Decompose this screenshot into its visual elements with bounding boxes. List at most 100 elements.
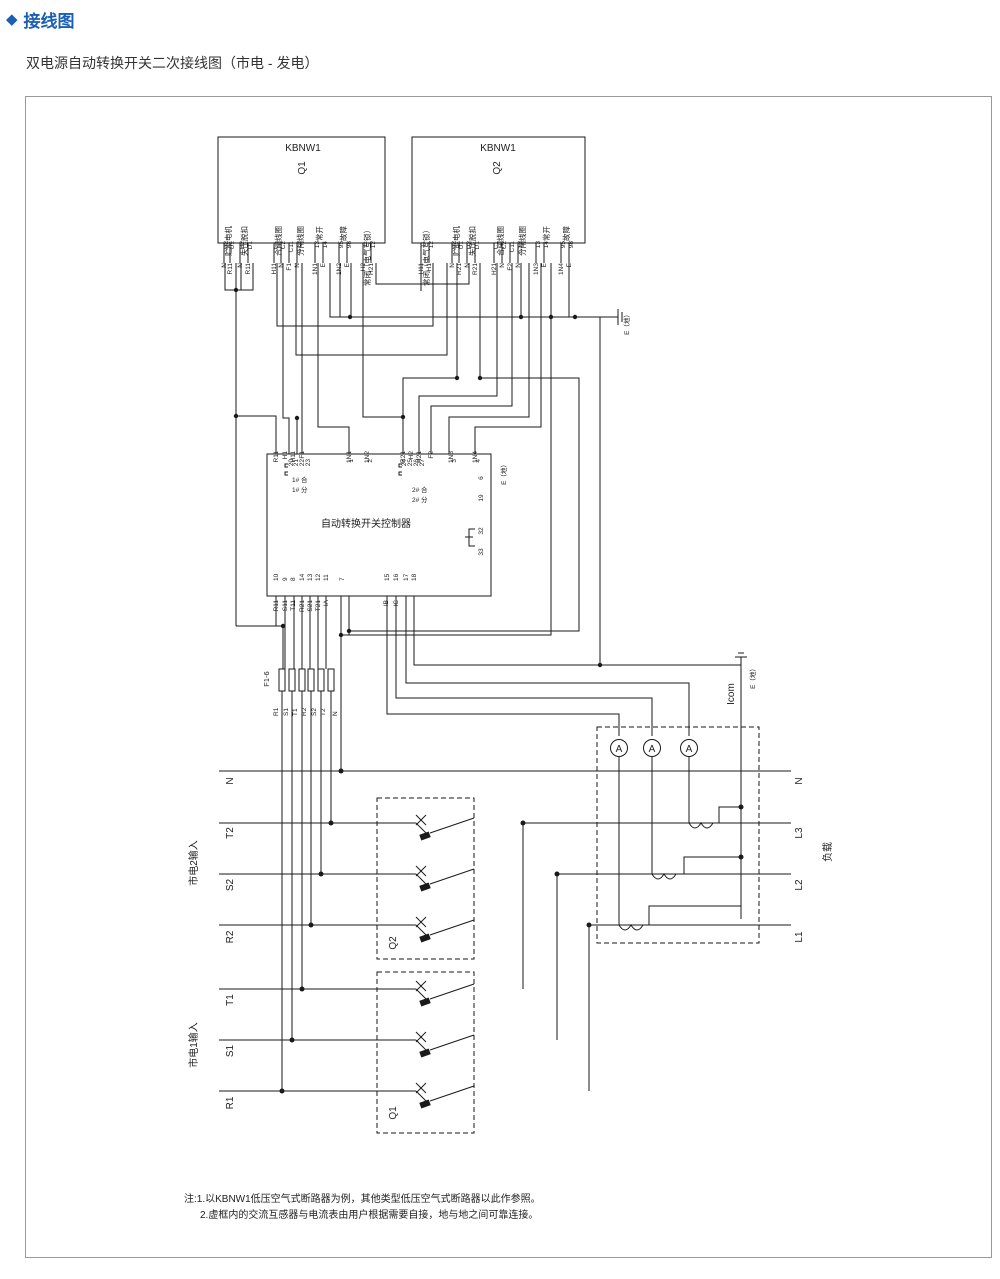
controller-bottom-terminal: 13 [307,573,314,581]
controller-top-terminal: 25 [407,459,414,467]
b1-function-label: 贮能电机 [223,226,233,256]
switch-blade [415,822,427,834]
power-lines [219,691,791,1094]
fuse-wire-label: T2 [320,708,327,716]
b1-function-label: 分闸线圈 [295,226,305,256]
fuse-icon [327,668,335,692]
switch-contact-icon [419,1048,431,1058]
controller-top-wire-label: H11 [290,451,297,463]
note-2: 2.虚框内的交流互感器与电流表由用户根据需要自接，地与地之间可靠连接。 [200,1208,538,1221]
fuse-icon [278,668,286,692]
section-title: 接线图 [23,11,75,31]
source-labels: N T2 S2 R2 T1 S1 R1 市电2输入 市电1输入 [187,777,236,1109]
controller-top-terminal: 2 [367,459,374,463]
load-n-label: N [794,777,805,784]
b1-terminal-label: C12 [296,241,303,253]
switch-contact-icon [419,997,431,1007]
b2-terminal-label: D2 [466,241,473,250]
b1-terminal-label: U2 [223,241,230,250]
sense-wiring: E（地） Icom [235,416,757,919]
ctl-group-2-close: 2# 合 [412,485,428,494]
controller-bottom-terminal: 15 [384,573,391,581]
b1-function-label: 合闸线圈 [273,226,283,256]
b2-wire-label: R21 [456,263,463,275]
breaker1-model: KBNW1 [285,143,321,154]
b2-terminal-label: 98 [568,241,575,249]
diagram-subtitle: 双电源自动转换开关二次接线图（市电 - 发电） [26,55,319,71]
fuse-wire-label: N [332,711,339,716]
controller-bottom-terminal: 16 [393,573,400,581]
phase-s1-label: S1 [225,1044,236,1057]
b1-wire-label: R11 [245,263,252,275]
controller-top-wire-label: F1 [299,451,306,459]
contact-bracket-icon [398,463,402,468]
switch-lever [429,868,475,885]
ctl-term-32: 32 [478,527,485,535]
b1-terminal-label: 12 [370,241,377,249]
b1-function-label: 故障 [338,226,348,241]
load-labels: N L3 L2 L1 负载 [794,777,834,942]
ammeter-b: A [643,739,661,757]
controller-bottom-terminal: 9 [282,577,289,581]
controller-top-wire-label: 1N2 [364,451,371,463]
switch-blade [415,873,427,885]
b1-wire-label: R11 [227,263,234,275]
b1-terminal-label: U1 [229,241,236,250]
b2-wire-label: N [499,263,506,268]
contact-bracket-icon [284,463,288,468]
note-1: 注:1.以KBNW1低压空气式断路器为例，其他类型低压空气式断路器以此作参照。 [184,1192,541,1205]
controller-bottom-terminal: 11 [323,574,330,581]
controller-top-wire-label: R21 [400,451,407,463]
b1-wire-label: H11 [271,263,278,275]
controller-bottom-terminal: 8 [290,577,297,581]
b2-terminal-label: C1 [493,241,500,250]
b1-wire-label: H21 [368,263,375,275]
switch-cross-icon [415,865,427,877]
ctl-term-6: 6 [478,476,485,480]
diagram-frame: KBNW1 Q1 贮能电机失压脱扣合闸线圈分闸线圈常开故障常闭（电气互锁） U2… [25,96,992,1258]
controller-top-terminal: 3 [451,459,458,463]
controller-top-wire-label: H1 [282,451,289,460]
b1-terminal-label: C1 [273,241,280,250]
phase-r1-label: R1 [225,1096,236,1109]
controller-top-wire-label: 1N1 [346,451,353,463]
load-l2-label: L2 [794,879,805,891]
neutral-label-left: N [225,777,236,784]
b2-wire-label: N [449,263,456,268]
fuse-label: F1-6 [262,671,271,686]
fuse-icon [288,668,296,692]
fuse-icon [307,668,315,692]
b2-wire-label: E [541,262,548,267]
b2-function-label: 故障 [561,226,571,241]
switch-q1-label: Q1 [388,1106,399,1120]
switch-cross-icon [415,1031,427,1043]
phase-t2-label: T2 [225,827,236,839]
controller-top-terminal: 24 [401,459,408,467]
ctl-term-33: 33 [478,548,485,556]
controller-top-wire-label: H2 [408,451,415,460]
b1-terminal-label: D2 [239,241,246,250]
b2-terminal-label: 95 [560,241,567,249]
fuse-wire-label: S2 [311,708,318,716]
switch-cross-icon [415,980,427,992]
contact-bracket-icon [398,471,402,476]
load-title: 负载 [821,842,834,862]
b2-terminal-label: C11 [509,241,516,253]
b1-terminal-label: 95 [338,241,345,249]
b2-wire-label: H1 [426,263,433,272]
b2-function-label: 贮能电机 [451,226,461,256]
controller-bottom-terminal: 17 [403,573,410,581]
fuse-icon [317,668,325,692]
controller-top-terminal: 20 [288,459,295,467]
b2-wire-label: H21 [491,263,498,275]
b1-wire-label: E [320,262,327,267]
controller-top-terminal: 1 [348,459,355,463]
b2-terminal-label: D1 [474,241,481,250]
b2-terminal-label: 14 [543,241,550,249]
b1-terminal-label: 98 [346,241,353,249]
b1-terminal-label: C2 [280,241,287,250]
switch-group-q2: Q2 [376,797,475,960]
switch-lever [429,919,475,936]
switch-lever [429,817,475,834]
